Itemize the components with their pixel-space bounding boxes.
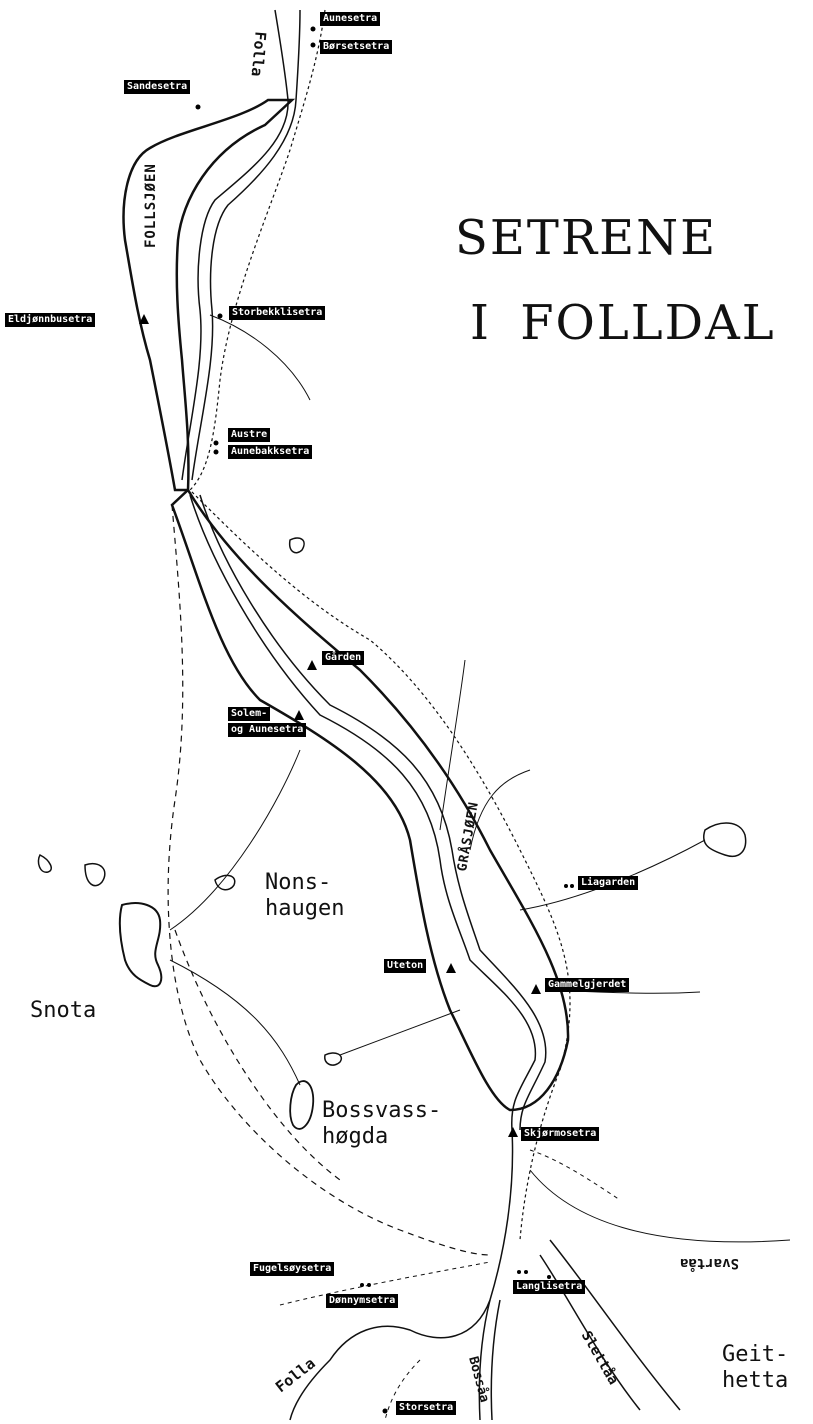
farm-label-gammelgjerdet: Gammelgjerdet xyxy=(545,978,630,992)
farm-label-fugelsoysetra: Fugelsøysetra xyxy=(250,1262,335,1276)
marker-borsetsetra xyxy=(310,42,316,48)
path-west xyxy=(167,504,491,1256)
marker-solem xyxy=(294,710,304,720)
lake-small-bossvass xyxy=(324,1052,342,1066)
farm-label-langlisetra: Langlisetra xyxy=(513,1280,586,1294)
farm-label-skjormosetra: Skjørmosetra xyxy=(521,1127,600,1141)
marker-skjormosetra xyxy=(508,1127,518,1137)
lake-bossvass xyxy=(289,1080,315,1130)
map-title-line2: I FOLLDAL xyxy=(470,295,776,351)
stream-graa-2 xyxy=(469,769,531,851)
path-west-2 xyxy=(174,929,341,1181)
folla-river-middle xyxy=(189,494,537,1131)
farm-label-aunebakksetra: Aunebakksetra xyxy=(228,445,313,459)
folla-river-upper xyxy=(181,9,289,481)
path-dashed-ne xyxy=(529,1149,621,1201)
farm-label-storsetra: Storsetra xyxy=(396,1401,457,1415)
marker-garden xyxy=(307,660,317,670)
farm-label-borsetsetra: Børsetsetra xyxy=(320,40,393,54)
lake-east xyxy=(703,822,747,857)
road-east-upper xyxy=(189,9,571,1241)
stream-nons xyxy=(169,749,301,931)
stream-bossvass xyxy=(169,959,301,1086)
marker-storbekklisetra xyxy=(217,313,223,319)
stream-bossaa-2 xyxy=(490,1299,501,1421)
farm-label-garden: Gården xyxy=(322,651,365,665)
stream-svartaa xyxy=(529,1169,791,1243)
marker-liagarden-2 xyxy=(570,884,574,888)
lake-tiny xyxy=(288,537,305,554)
folla-river-middle-2 xyxy=(199,494,547,1131)
area-label-nonshaugen: Nons- haugen xyxy=(265,870,345,921)
marker-gammelgjerdet xyxy=(531,984,541,994)
farm-label-liagarden: Liagarden xyxy=(578,876,639,890)
small-lake-1 xyxy=(37,854,52,873)
marker-storsetra xyxy=(382,1408,388,1414)
marker-langlisetra-3 xyxy=(547,1275,551,1279)
farm-label-donnymsetra: Dønnymsetra xyxy=(326,1294,399,1308)
marker-liagarden-1 xyxy=(564,884,568,888)
path-fugelsoy xyxy=(279,1261,491,1306)
stream-storbekk xyxy=(209,314,311,401)
stream-bossvass-2 xyxy=(339,1009,461,1056)
marker-austre xyxy=(213,440,219,446)
marker-fugelsoysetra xyxy=(360,1283,364,1287)
area-label-snota: Snota xyxy=(30,998,97,1023)
river-label-svartaa: Svartåa xyxy=(680,1255,740,1271)
farm-label-sandesetra: Sandesetra xyxy=(124,80,191,94)
marker-sandesetra xyxy=(195,104,201,110)
follsjoen-lake-outline xyxy=(122,98,296,492)
farm-label-uteton: Uteton xyxy=(384,959,427,973)
stream-slettaa xyxy=(539,1254,641,1411)
marker-aunebakksetra xyxy=(213,449,219,455)
folla-river-lower xyxy=(289,1129,514,1421)
grasjoen-lake-outline xyxy=(170,488,570,1112)
map-title-line1: SETRENE xyxy=(455,210,718,266)
stream-liagarden xyxy=(519,839,706,911)
snota-lake xyxy=(118,902,163,988)
small-lake-2 xyxy=(84,863,106,887)
farm-label-aunesetra: Aunesetra xyxy=(320,12,381,26)
lake-nons xyxy=(214,874,236,891)
marker-langlisetra-1 xyxy=(517,1270,521,1274)
folla-river-upper-2 xyxy=(191,9,301,481)
farm-label-solem: Solem- xyxy=(228,707,271,721)
farm-label-storbekklisetra: Storbekklisetra xyxy=(229,306,326,320)
marker-donnymsetra xyxy=(367,1283,371,1287)
marker-aunesetra xyxy=(310,26,316,32)
marker-langlisetra-2 xyxy=(524,1270,528,1274)
stream-graa xyxy=(439,659,466,831)
path-storsetra xyxy=(384,1359,421,1421)
farm-label-austre: Austre xyxy=(228,428,271,442)
stream-slettaa-2 xyxy=(549,1239,681,1411)
marker-eldjonnbusetra xyxy=(139,314,149,324)
farm-label-og-aunesetra: og Aunesetra xyxy=(228,723,307,737)
area-label-bossvasshogda: Bossvass- høgda xyxy=(322,1098,442,1149)
farm-label-eldjonnbusetra: Eldjønnbusetra xyxy=(5,313,96,327)
area-label-geithetta: Geit- hetta xyxy=(722,1342,789,1393)
marker-uteton xyxy=(446,963,456,973)
stream-bossaa xyxy=(478,1299,491,1421)
lake-label-follsjoen: FOLLSJØEN xyxy=(143,163,159,248)
